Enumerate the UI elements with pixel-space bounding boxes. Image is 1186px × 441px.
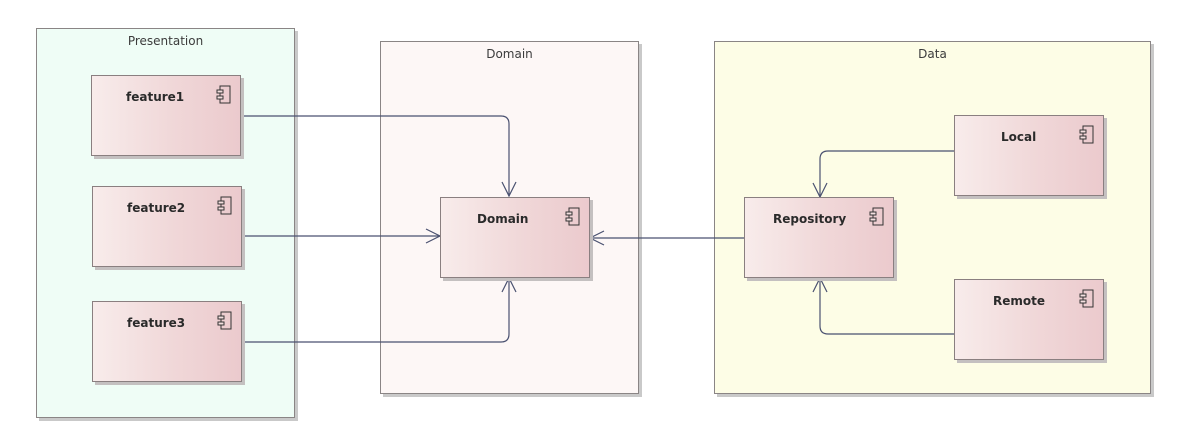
connector-local-repository: [819, 150, 954, 197]
component-domain[interactable]: Domain: [440, 197, 590, 278]
component-icon: [565, 207, 580, 226]
component-name: Local: [1001, 130, 1037, 144]
component-icon: [1079, 289, 1094, 308]
component-name: Repository: [773, 212, 847, 226]
component-feature3[interactable]: feature3: [92, 301, 242, 382]
arrowhead-feature1-domain: [501, 181, 517, 198]
component-feature2[interactable]: feature2: [92, 186, 242, 267]
package-title: Data: [918, 47, 947, 61]
component-icon: [217, 196, 232, 215]
component-name: Remote: [993, 294, 1046, 308]
arrowhead-feature3-domain: [501, 276, 517, 293]
arrowhead-remote-repository: [812, 276, 828, 293]
component-icon: [216, 85, 231, 104]
arrowhead-repository-domain: [588, 230, 605, 246]
component-name: feature1: [126, 90, 185, 104]
connector-feature1-domain: [241, 115, 510, 196]
package-title: Presentation: [127, 34, 204, 48]
component-icon: [869, 207, 884, 226]
component-feature1[interactable]: feature1: [91, 75, 241, 156]
component-name: Domain: [477, 212, 529, 226]
package-title: Domain: [486, 47, 533, 61]
component-icon: [217, 311, 232, 330]
component-icon: [1079, 125, 1094, 144]
component-remote[interactable]: Remote: [954, 279, 1104, 360]
component-name: feature3: [127, 316, 186, 330]
component-repository[interactable]: Repository: [744, 197, 894, 278]
component-name: feature2: [127, 201, 186, 215]
component-local[interactable]: Local: [954, 115, 1104, 196]
connector-remote-repository: [819, 278, 954, 335]
connector-feature3-domain: [241, 278, 510, 343]
